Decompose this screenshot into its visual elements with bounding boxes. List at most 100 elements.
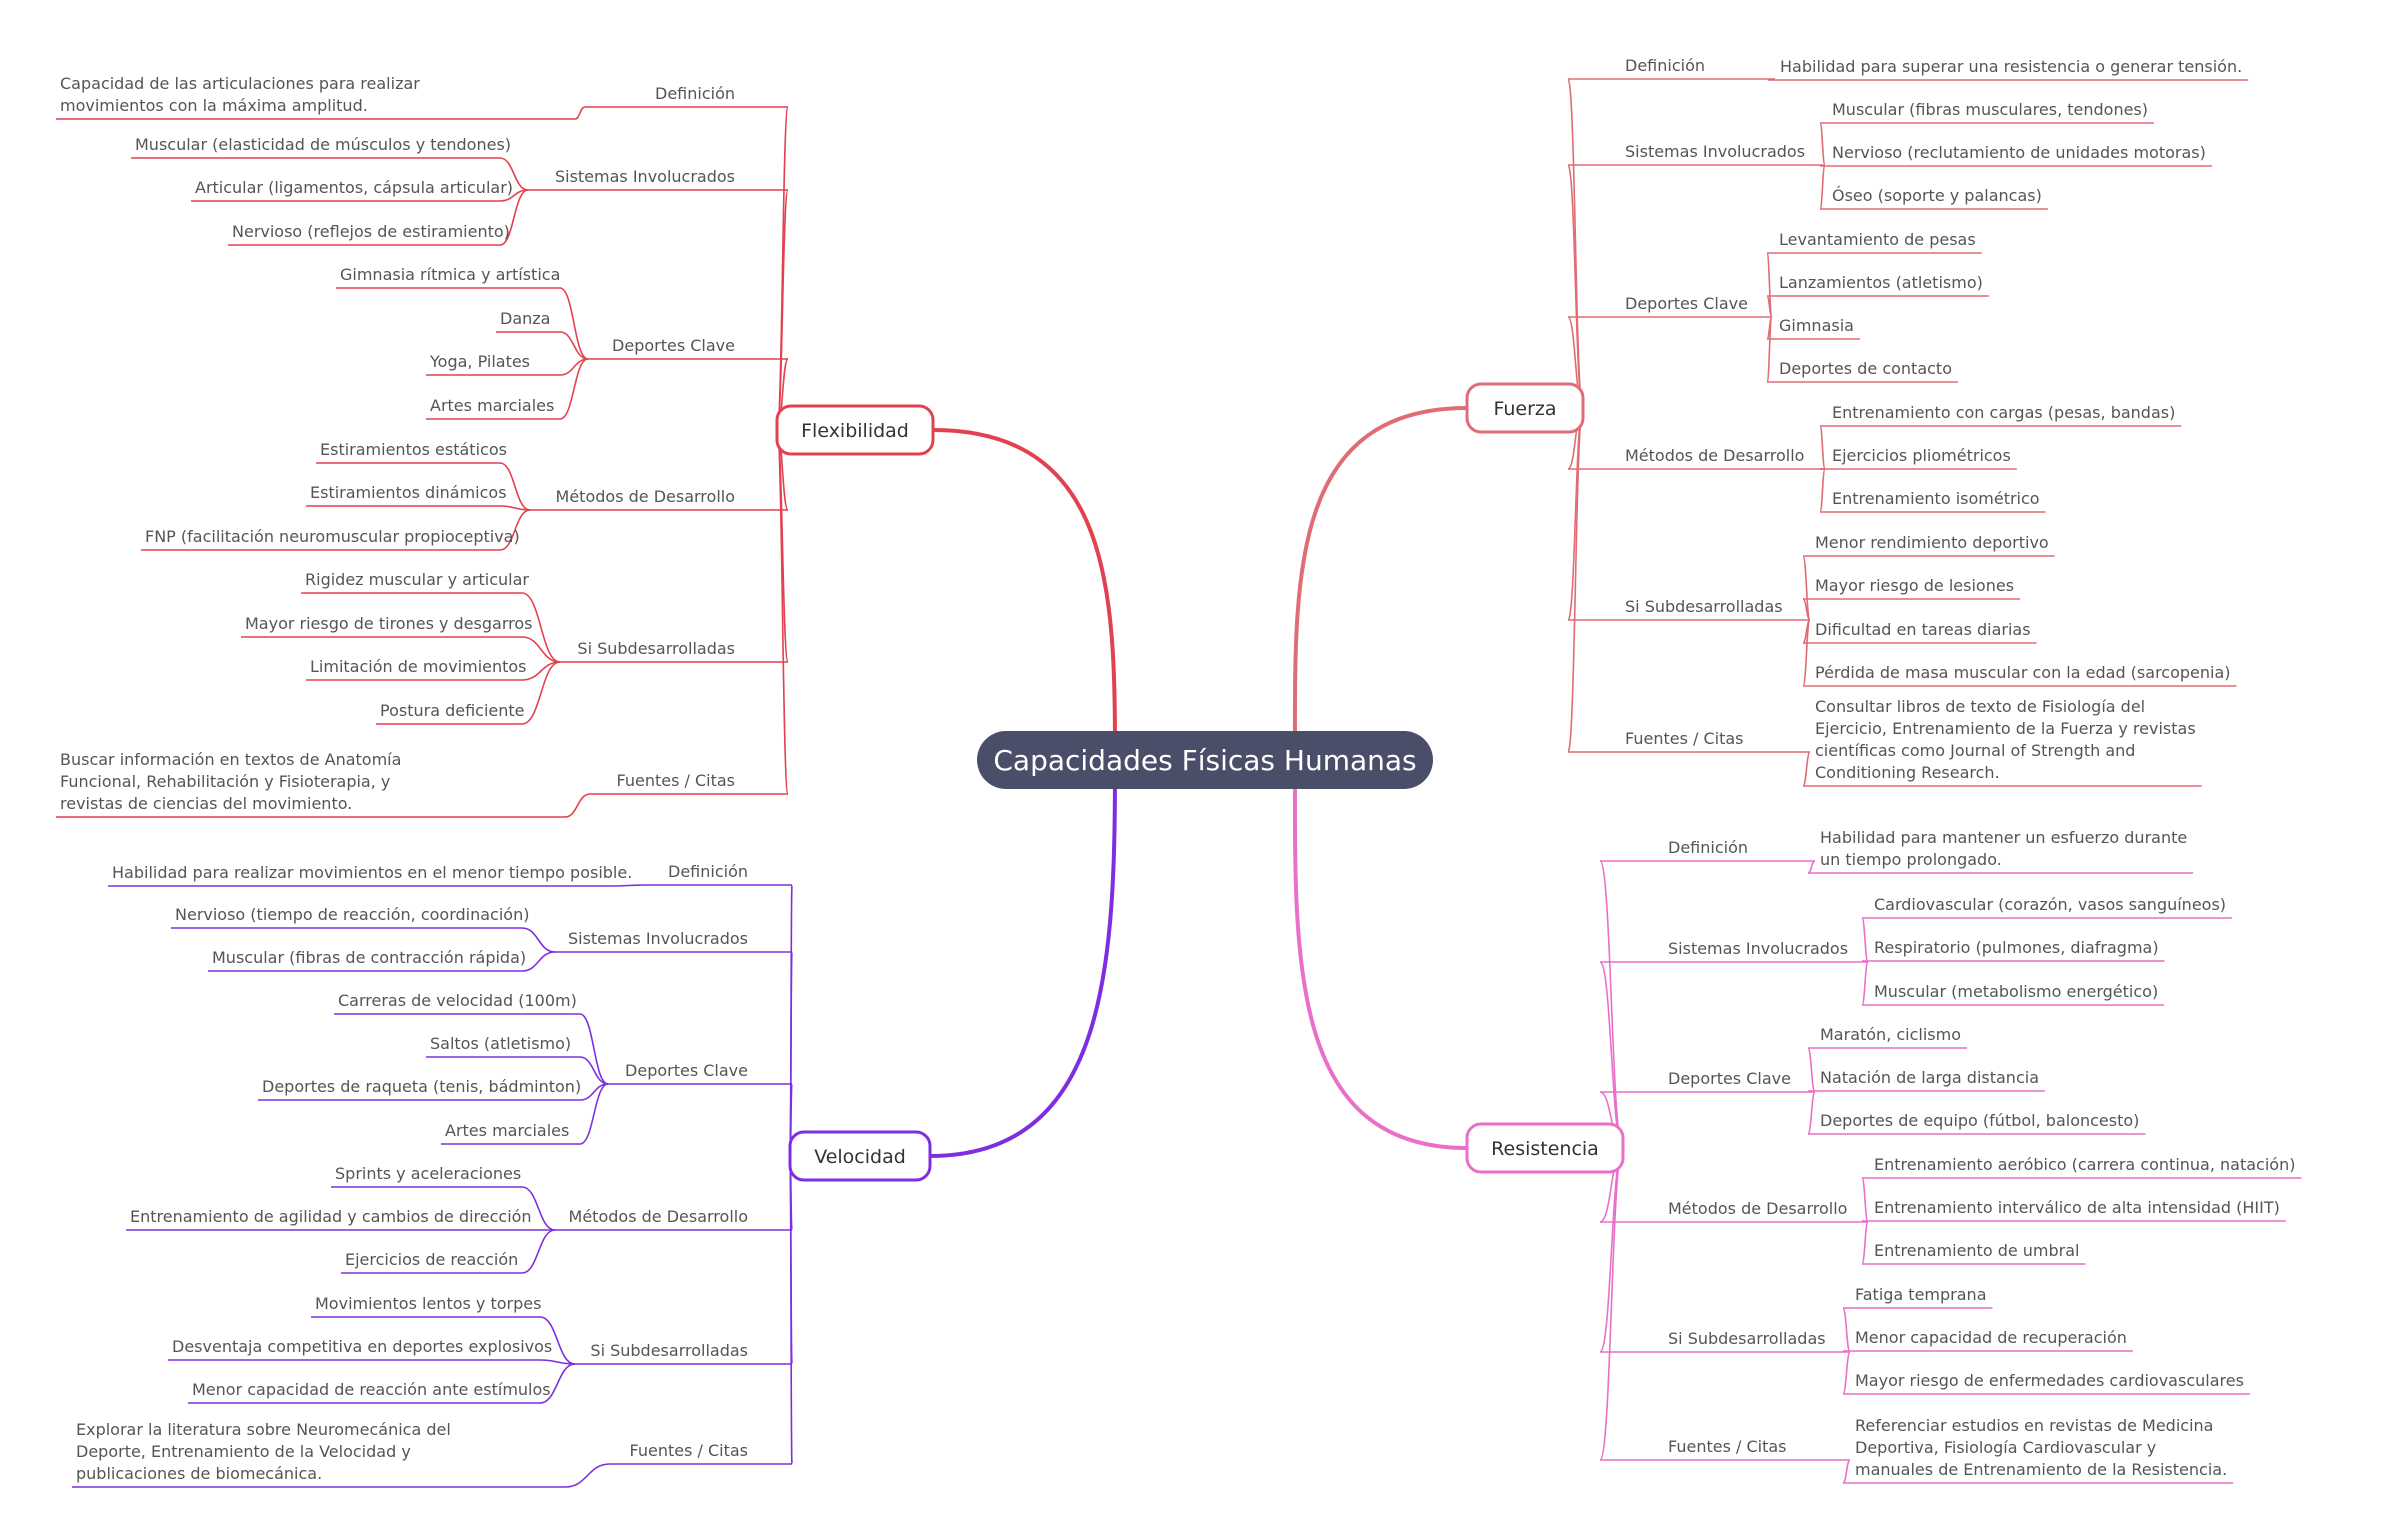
center-node[interactable]	[977, 731, 1433, 789]
leaf-item[interactable]: Entrenamiento de agilidad y cambios de d…	[130, 1207, 532, 1226]
leaf-item[interactable]: Natación de larga distancia	[1820, 1068, 2039, 1087]
sub-node-deportes-clave[interactable]: Deportes Clave	[612, 336, 735, 355]
leaf-item[interactable]: Ejercicios pliométricos	[1832, 446, 2011, 465]
sub-node-si-subdesarrolladas[interactable]: Si Subdesarrolladas	[1625, 597, 1783, 616]
branch-node-fuerza[interactable]	[1465, 382, 1585, 434]
sub-node-metodos-de-desarrollo[interactable]: Métodos de Desarrollo	[1668, 1199, 1847, 1218]
leaf-item[interactable]: Muscular (fibras musculares, tendones)	[1832, 100, 2148, 119]
leaf-item[interactable]: Explorar la literatura sobre Neuromecáni…	[76, 1420, 451, 1483]
leaf-item[interactable]: FNP (facilitación neuromuscular propioce…	[145, 527, 520, 546]
sub-node-fuentes-citas[interactable]: Fuentes / Citas	[630, 1441, 749, 1460]
leaf-item[interactable]: Artes marciales	[430, 396, 554, 415]
leaf-connector	[1861, 961, 1869, 1006]
leaf-item[interactable]: Estiramientos estáticos	[320, 440, 507, 459]
leaf-item[interactable]: Dificultad en tareas diarias	[1815, 620, 2031, 639]
leaf-item[interactable]: Lanzamientos (atletismo)	[1779, 273, 1983, 292]
leaf-item[interactable]: Artes marciales	[445, 1121, 569, 1140]
leaf-item[interactable]: Respiratorio (pulmones, diafragma)	[1874, 938, 2159, 957]
leaf-item[interactable]: Mayor riesgo de lesiones	[1815, 576, 2014, 595]
leaf-item[interactable]: Limitación de movimientos	[310, 657, 527, 676]
leaf-item[interactable]: Deportes de raqueta (tenis, bádminton)	[262, 1077, 581, 1096]
sub-node-deportes-clave[interactable]: Deportes Clave	[1625, 294, 1748, 313]
leaf-item[interactable]: Cardiovascular (corazón, vasos sanguíneo…	[1874, 895, 2226, 914]
leaf-item[interactable]: Deportes de equipo (fútbol, baloncesto)	[1820, 1111, 2139, 1130]
leaf-item[interactable]: Entrenamiento isométrico	[1832, 489, 2040, 508]
leaf-item[interactable]: Entrenamiento aeróbico (carrera continua…	[1874, 1155, 2295, 1174]
sub-node-metodos-de-desarrollo[interactable]: Métodos de Desarrollo	[556, 487, 735, 506]
branch-node-resistencia[interactable]	[1465, 1122, 1625, 1174]
leaf-item[interactable]: Menor rendimiento deportivo	[1815, 533, 2049, 552]
leaf-item[interactable]: Referenciar estudios en revistas de Medi…	[1855, 1416, 2227, 1479]
leaf-item[interactable]: Deportes de contacto	[1779, 359, 1952, 378]
leaf-item[interactable]: Gimnasia	[1779, 316, 1854, 335]
sub-node-deportes-clave[interactable]: Deportes Clave	[625, 1061, 748, 1080]
leaf-item[interactable]: Nervioso (reflejos de estiramiento)	[232, 222, 510, 241]
leaf-item[interactable]: Fatiga temprana	[1855, 1285, 1987, 1304]
sub-node-fuentes-citas[interactable]: Fuentes / Citas	[1625, 729, 1744, 748]
leaf-item[interactable]: Pérdida de masa muscular con la edad (sa…	[1815, 663, 2231, 682]
sub-node-deportes-clave[interactable]: Deportes Clave	[1668, 1069, 1791, 1088]
leaf-item[interactable]: Yoga, Pilates	[429, 352, 530, 371]
branch-node-velocidad[interactable]	[788, 1130, 932, 1182]
sub-node-definicion[interactable]: Definición	[1625, 56, 1705, 75]
sub-node-sistemas-involucrados[interactable]: Sistemas Involucrados	[1625, 142, 1805, 161]
leaf-item[interactable]: Mayor riesgo de enfermedades cardiovascu…	[1855, 1371, 2244, 1390]
sub-node-metodos-de-desarrollo[interactable]: Métodos de Desarrollo	[569, 1207, 748, 1226]
sub-node-definicion[interactable]: Definición	[655, 84, 735, 103]
sub-node-sistemas-involucrados[interactable]: Sistemas Involucrados	[555, 167, 735, 186]
leaf-item[interactable]: Saltos (atletismo)	[430, 1034, 571, 1053]
sub-node-sistemas-involucrados[interactable]: Sistemas Involucrados	[568, 929, 748, 948]
sub-node-sistemas-involucrados[interactable]: Sistemas Involucrados	[1668, 939, 1848, 958]
leaf-item[interactable]: Buscar información en textos de Anatomía…	[60, 750, 401, 813]
leaf-item[interactable]: Entrenamiento con cargas (pesas, bandas)	[1832, 403, 2175, 422]
leaf-connector	[1766, 295, 1773, 318]
leaf-item[interactable]: Levantamiento de pesas	[1779, 230, 1976, 249]
leaf-item[interactable]: Nervioso (tiempo de reacción, coordinaci…	[175, 905, 529, 924]
leaf-connector	[1767, 78, 1776, 81]
leaf-item[interactable]: Menor capacidad de reacción ante estímul…	[192, 1380, 551, 1399]
sub-node-definicion[interactable]: Definición	[1668, 838, 1748, 857]
sub-node-fuentes-citas[interactable]: Fuentes / Citas	[617, 771, 736, 790]
leaf-item[interactable]: Maratón, ciclismo	[1820, 1025, 1961, 1044]
leaf-item[interactable]: Danza	[500, 309, 550, 328]
branch-connector	[1292, 406, 1468, 761]
sub-node-si-subdesarrolladas[interactable]: Si Subdesarrolladas	[1668, 1329, 1826, 1348]
sub-node-metodos-de-desarrollo[interactable]: Métodos de Desarrollo	[1625, 446, 1804, 465]
leaf-item[interactable]: Estiramientos dinámicos	[310, 483, 507, 502]
leaf-item[interactable]: Mayor riesgo de tirones y desgarros	[245, 614, 533, 633]
leaf-item[interactable]: Entrenamiento de umbral	[1874, 1241, 2080, 1260]
leaf-item[interactable]: Habilidad para realizar movimientos en e…	[112, 863, 632, 882]
leaf-item[interactable]: Capacidad de las articulaciones para rea…	[60, 74, 420, 115]
branch-label: Velocidad	[814, 1146, 906, 1168]
leaf-item[interactable]: Sprints y aceleraciones	[335, 1164, 521, 1183]
sub-node-definicion[interactable]: Definición	[668, 862, 748, 881]
branch-node-flexibilidad[interactable]	[775, 404, 935, 456]
leaf-item[interactable]: Postura deficiente	[380, 701, 525, 720]
leaf-item[interactable]: Menor capacidad de recuperación	[1855, 1328, 2127, 1347]
branch-connector	[932, 428, 1117, 761]
leaf-item[interactable]: Muscular (metabolismo energético)	[1874, 982, 2158, 1001]
leaf-item[interactable]: Muscular (elasticidad de músculos y tend…	[135, 135, 511, 154]
leaf-connector	[499, 157, 529, 191]
leaf-item[interactable]: Habilidad para mantener un esfuerzo dura…	[1820, 828, 2187, 869]
leaf-item[interactable]: Carreras de velocidad (100m)	[338, 991, 577, 1010]
sub-node-fuentes-citas[interactable]: Fuentes / Citas	[1668, 1437, 1787, 1456]
leaf-connector	[1819, 164, 1826, 210]
leaf-item[interactable]: Desventaja competitiva en deportes explo…	[172, 1337, 552, 1356]
leaf-item[interactable]: Articular (ligamentos, cápsula articular…	[195, 178, 513, 197]
leaf-item[interactable]: Rigidez muscular y articular	[305, 570, 529, 589]
leaf-item[interactable]: Muscular (fibras de contracción rápida)	[212, 948, 526, 967]
leaf-item[interactable]: Entrenamiento interválico de alta intens…	[1874, 1198, 2280, 1217]
sub-node-si-subdesarrolladas[interactable]: Si Subdesarrolladas	[590, 1341, 748, 1360]
leaf-item[interactable]: Ejercicios de reacción	[345, 1250, 518, 1269]
leaf-connector	[1802, 598, 1811, 621]
leaf-item[interactable]: Óseo (soporte y palancas)	[1832, 186, 2042, 205]
leaf-item[interactable]: Consultar libros de texto de Fisiología …	[1815, 697, 2196, 782]
leaf-item[interactable]: Habilidad para superar una resistencia o…	[1780, 57, 2242, 76]
sub-node-si-subdesarrolladas[interactable]: Si Subdesarrolladas	[577, 639, 735, 658]
leaf-item[interactable]: Nervioso (reclutamiento de unidades moto…	[1832, 143, 2206, 162]
leaf-connector	[1861, 1177, 1869, 1223]
leaf-item[interactable]: Gimnasia rítmica y artística	[340, 265, 560, 284]
leaf-connector	[499, 509, 531, 551]
leaf-item[interactable]: Movimientos lentos y torpes	[315, 1294, 541, 1313]
